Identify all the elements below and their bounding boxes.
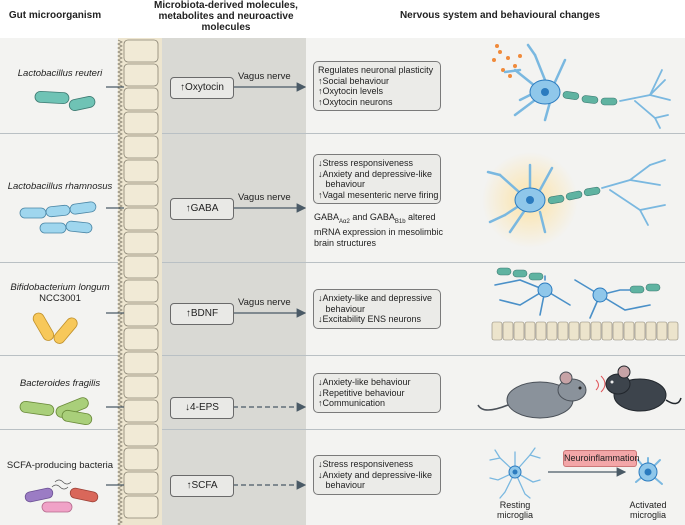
effect-text: ↓Anxiety-like behaviour xyxy=(318,377,411,387)
molecule-box-oxytocin: ↑Oxytocin xyxy=(170,77,234,99)
pathway-label-2: Vagus nerve xyxy=(238,192,291,203)
resting-microglia-caption: Resting microglia xyxy=(485,500,545,520)
effects-box-1: Regulates neuronal plasticity ↑Social be… xyxy=(313,61,441,111)
bacteria-b-fragilis xyxy=(19,397,93,426)
neuron-row2 xyxy=(482,152,666,248)
effects-box-3: ↓Anxiety-like and depressive behaviour ↓… xyxy=(313,289,441,329)
note-sub2: B1b xyxy=(394,218,406,225)
neuron-row3 xyxy=(491,267,679,341)
row-divider xyxy=(0,133,685,134)
molecule-column xyxy=(140,38,306,525)
effect-text: ↓Anxiety-like and depressive xyxy=(318,293,433,303)
effect-text: Regulates neuronal plasticity xyxy=(318,65,434,75)
effect-text: ↑Oxytocin levels xyxy=(318,86,384,96)
pathway-arrows xyxy=(233,82,307,490)
bacteria-l-reuteri xyxy=(34,90,96,111)
effect-text: ↑Social behaviour xyxy=(318,75,390,86)
organism-label-4: Bacteroides fragilis xyxy=(19,378,101,389)
caption-line: microglia xyxy=(496,510,533,520)
mice-illustration xyxy=(477,365,682,419)
effect-text: ↓Repetitive behaviour xyxy=(318,387,405,398)
header-organism: Gut microorganism xyxy=(8,10,102,21)
effect-text: ↑Communication xyxy=(318,398,386,408)
effect-text: ↓Excitability ENS neurons xyxy=(318,314,422,324)
molecule-box-gaba: ↑GABA xyxy=(170,198,234,220)
note-line3: brain structures xyxy=(314,237,377,248)
note-prefix: GABA xyxy=(314,212,340,222)
pathway-label-3: Vagus nerve xyxy=(238,297,291,308)
molecule-box-4eps: ↓4-EPS xyxy=(170,397,234,419)
neuroinflammation-label: Neuroinflammation xyxy=(563,450,640,467)
note-mid: and GABA xyxy=(349,212,395,222)
note-suffix: altered xyxy=(405,212,436,222)
row-divider xyxy=(0,429,685,430)
note-line2: mRNA expression in mesolimbic xyxy=(314,227,444,238)
effect-text: ↓Anxiety and depressive-like xyxy=(318,469,433,480)
effect-text: behaviour xyxy=(318,179,366,189)
caption-line: Resting xyxy=(499,500,531,510)
effects-box-4: ↓Anxiety-like behaviour ↓Repetitive beha… xyxy=(313,373,441,413)
organism-label-3: Bifidobacterium longum xyxy=(10,282,110,293)
effect-text: ↓Stress responsiveness xyxy=(318,459,414,469)
organism-label-1: Lactobacillus reuteri xyxy=(17,68,103,79)
effect-text: ↑Vagal mesenteric nerve firing xyxy=(318,189,439,200)
bacteria-arrows xyxy=(106,86,124,486)
bacteria-scfa xyxy=(24,479,99,513)
organism-label-3b: NCC3001 xyxy=(39,293,81,304)
row-divider xyxy=(0,262,685,263)
gut-epithelium xyxy=(117,38,162,525)
gaba-receptor-note: GABAAα2 and GABAB1b altered mRNA express… xyxy=(314,212,464,248)
resting-microglia xyxy=(489,447,541,499)
effect-text: ↓Anxiety and depressive-like xyxy=(318,168,433,179)
effects-box-2: ↓Stress responsiveness ↓Anxiety and depr… xyxy=(313,154,441,204)
effects-box-5: ↓Stress responsiveness ↓Anxiety and depr… xyxy=(313,455,441,495)
caption-line: microglia xyxy=(629,510,666,520)
effect-text: behaviour xyxy=(318,480,366,490)
organism-label-2: Lactobacillus rhamnosus xyxy=(7,181,113,192)
caption-line: Activated xyxy=(629,500,667,510)
effect-text: behaviour xyxy=(318,303,366,314)
molecule-box-bdnf: ↑BDNF xyxy=(170,303,234,325)
activated-microglia xyxy=(635,457,663,485)
note-sub1: Aα2 xyxy=(339,218,350,225)
organism-label-5: SCFA-producing bacteria xyxy=(6,460,114,471)
header-molecules: Microbiota-derived molecules, metabolite… xyxy=(154,0,298,33)
activated-microglia-caption: Activated microglia xyxy=(618,500,678,520)
effect-text: ↓Stress responsiveness xyxy=(318,158,414,168)
row-divider xyxy=(0,355,685,356)
header-changes: Nervous system and behavioural changes xyxy=(399,10,601,21)
effect-text: ↑Oxytocin neurons xyxy=(318,96,393,107)
bacteria-l-rhamnosus xyxy=(19,201,97,234)
molecule-box-scfa: ↑SCFA xyxy=(170,475,234,497)
pathway-label-1: Vagus nerve xyxy=(238,71,291,82)
bacteria-b-longum xyxy=(32,312,78,344)
neuron-row1 xyxy=(492,43,671,129)
